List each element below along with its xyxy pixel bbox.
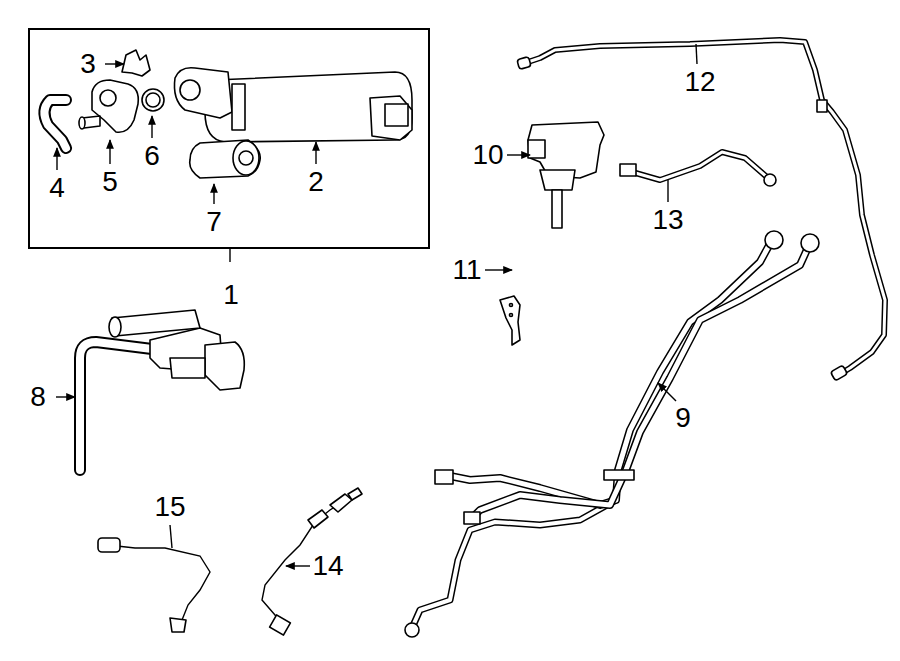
callout-number: 13 xyxy=(652,206,683,234)
wiring-harness-part xyxy=(435,470,453,484)
purge-valve-hose-part xyxy=(112,310,200,336)
leader-lines-part xyxy=(213,184,214,204)
leader-lines-part xyxy=(229,249,230,262)
callout-number: 4 xyxy=(49,174,65,202)
wiring-harness-part xyxy=(470,243,810,520)
canister-parts-part xyxy=(142,89,164,111)
wiring-harness-part xyxy=(470,243,810,520)
wiring-harness-part xyxy=(764,174,776,186)
wiring-harness-part xyxy=(405,623,419,637)
leader-lines-part xyxy=(667,180,668,202)
canister-parts-part xyxy=(233,141,259,175)
canister-parts-part xyxy=(180,80,200,100)
leader-lines-part xyxy=(56,148,57,170)
canister-parts-part xyxy=(44,100,66,148)
oxygen-sensors-part xyxy=(170,618,186,632)
wiring-harness-part xyxy=(604,470,634,480)
leader-lines-part xyxy=(315,142,316,164)
callout-number: 1 xyxy=(223,281,239,309)
oxygen-sensors-part xyxy=(262,497,350,628)
wiring-harness-part xyxy=(625,152,768,180)
canister-parts-part xyxy=(370,96,412,140)
oxygen-sensors-part xyxy=(348,488,362,500)
canister-parts-part xyxy=(79,117,85,129)
wiring-harness-part xyxy=(525,40,885,374)
callout-number: 3 xyxy=(80,50,96,78)
wiring-harness-part xyxy=(525,40,885,374)
wiring-harness-part xyxy=(412,500,616,628)
oxygen-sensors xyxy=(98,488,362,635)
wiring-harness-part xyxy=(445,240,772,505)
canister-parts-part xyxy=(205,72,412,142)
purge-valve-hose xyxy=(80,310,244,470)
purge-valve-hose-part xyxy=(170,358,205,378)
wiring-harness-part xyxy=(464,512,480,524)
oxygen-sensors-part xyxy=(270,615,291,635)
wiring-harness-part xyxy=(625,152,768,180)
wiring-harness-part xyxy=(765,231,783,249)
wiring-harness-part xyxy=(412,500,616,628)
canister-parts xyxy=(44,50,412,178)
purge-valve-hose-part xyxy=(205,342,244,390)
leader-lines-part xyxy=(696,44,697,64)
oxygen-sensors-part xyxy=(98,538,120,552)
callout-number: 15 xyxy=(154,493,185,521)
wiring-harness-part xyxy=(517,57,531,70)
solenoid-bracket-part xyxy=(540,170,575,190)
canister-parts-part xyxy=(385,104,408,126)
callout-number: 8 xyxy=(30,383,46,411)
leader-lines-part xyxy=(56,396,75,397)
wiring-harness-part xyxy=(830,365,847,381)
callout-number: 14 xyxy=(312,552,343,580)
canister-parts-part xyxy=(190,140,261,178)
leader-lines-part xyxy=(105,63,124,64)
purge-valve-hose-part xyxy=(109,317,121,337)
callout-number: 12 xyxy=(684,68,715,96)
wiring-harness-part xyxy=(445,240,772,505)
solenoid-bracket-part xyxy=(500,296,520,345)
leader-lines xyxy=(56,44,697,566)
leader-lines-part xyxy=(151,116,152,138)
wiring-harness xyxy=(405,40,885,637)
purge-valve-hose-part xyxy=(80,342,160,470)
callout-number: 2 xyxy=(308,168,324,196)
wiring-harness-part xyxy=(801,234,819,252)
canister-parts-part xyxy=(100,90,116,106)
leader-lines-part xyxy=(170,525,172,548)
leader-lines-part xyxy=(485,269,512,270)
leader-lines-part xyxy=(658,383,676,401)
canister-parts-part xyxy=(239,151,253,165)
solenoid-bracket-part xyxy=(510,304,513,307)
canister-parts-part xyxy=(44,100,66,148)
wiring-harness-part xyxy=(620,164,636,176)
callout-number: 7 xyxy=(206,208,222,236)
callout-number: 11 xyxy=(452,256,481,284)
canister-parts-part xyxy=(146,93,160,107)
canister-parts-part xyxy=(174,68,232,118)
solenoid-bracket-part xyxy=(528,140,545,158)
wiring-harness-part xyxy=(817,100,827,112)
canister-parts-part xyxy=(122,50,150,76)
solenoid-bracket-part xyxy=(510,314,513,317)
callout-number: 9 xyxy=(675,404,691,432)
callout-number: 5 xyxy=(102,168,118,196)
solenoid-bracket xyxy=(500,122,604,345)
callout-number: 10 xyxy=(472,141,503,169)
oxygen-sensors-part xyxy=(308,510,328,528)
leader-lines-part xyxy=(109,140,110,164)
leader-lines-part xyxy=(507,154,530,155)
canister-parts-part xyxy=(232,84,245,130)
callout-number: 6 xyxy=(144,142,160,170)
leader-lines-part xyxy=(286,565,310,566)
oxygen-sensors-part xyxy=(330,494,352,512)
purge-valve-hose-part xyxy=(80,342,160,470)
oxygen-sensors-part xyxy=(108,545,210,625)
solenoid-bracket-part xyxy=(552,190,562,228)
